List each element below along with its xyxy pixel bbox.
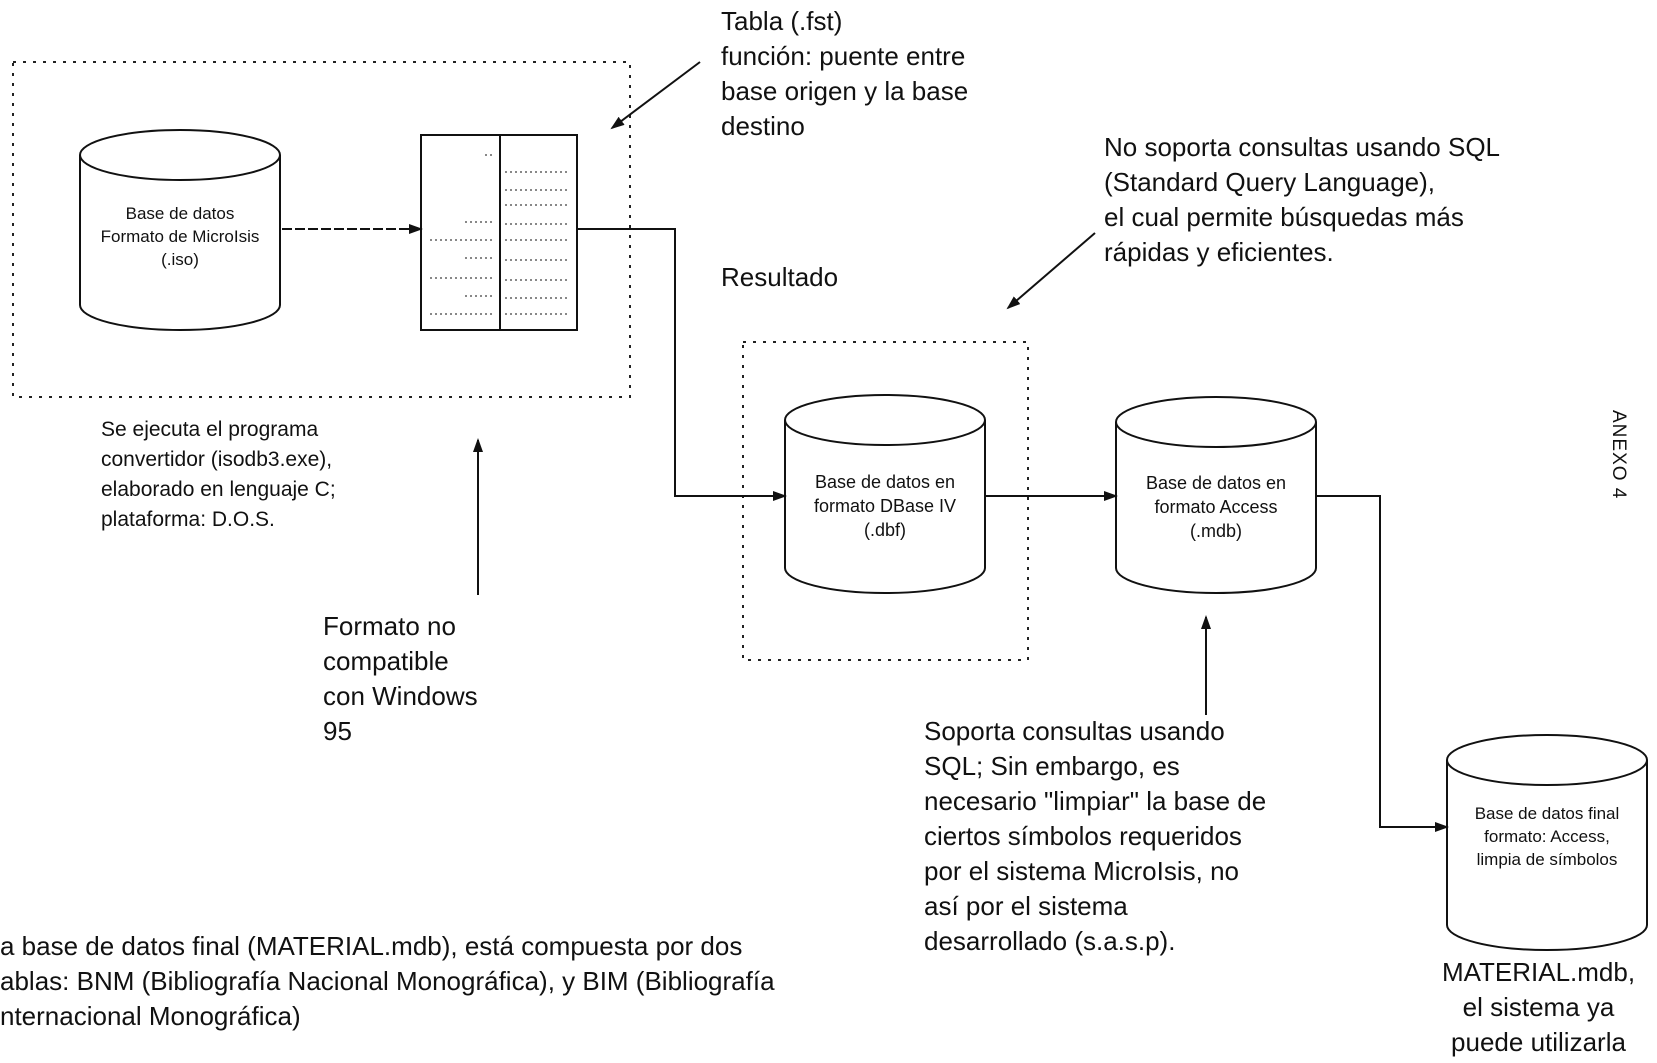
formato-line: Formato no — [323, 611, 456, 641]
final-database-label: Base de datos final formato: Access, lim… — [1447, 802, 1647, 871]
nota-final-line: ablas: BNM (Bibliografía Nacional Monogr… — [0, 966, 775, 996]
access-database-label: Base de datos en formato Access (.mdb) — [1116, 471, 1316, 543]
tabla-line: base origen y la base — [721, 76, 969, 106]
fst-table — [420, 134, 578, 331]
no-sql-line: No soporta consultas usando SQL — [1104, 132, 1501, 162]
no-sql-annotation: No soporta consultas usando SQL (Standar… — [1104, 130, 1500, 270]
programa-annotation: Se ejecuta el programa convertidor (isod… — [101, 415, 336, 535]
access-label-line: Base de datos en — [1145, 473, 1287, 493]
programa-line: plataforma: D.O.S. — [101, 508, 275, 531]
conversion-process-frame — [12, 61, 631, 398]
resultado-label: Resultado — [721, 262, 839, 292]
no-sql-line: el cual permite búsquedas más — [1104, 202, 1464, 232]
dbase-database-label: Base de datos en formato DBase IV (.dbf) — [785, 470, 985, 542]
result-frame — [742, 341, 1029, 661]
nota-final-line: nternacional Monográfica) — [0, 1001, 301, 1031]
dbase-label-line: formato DBase IV — [813, 496, 957, 516]
tabla-line: Tabla (.fst) — [721, 6, 843, 36]
final-label-line: formato: Access, — [1484, 827, 1610, 846]
formato-line: compatible — [323, 646, 449, 676]
material-line: MATERIAL.mdb, — [1441, 957, 1636, 987]
material-line: el sistema ya — [1462, 992, 1615, 1022]
soporta-sql-line: Soporta consultas usando — [924, 716, 1225, 746]
formato-annotation: Formato no compatible con Windows 95 — [323, 609, 478, 749]
access-label-line: formato Access — [1154, 497, 1278, 517]
final-label-line: Base de datos final — [1474, 804, 1620, 823]
no-sql-pointer-arrow — [1006, 232, 1096, 310]
tabla-line: destino — [721, 111, 805, 141]
programa-line: convertidor (isodb3.exe), — [101, 448, 333, 471]
formato-line: 95 — [323, 716, 352, 746]
final-database-cylinder — [1446, 734, 1648, 951]
microisis-database-label: Base de datos Formato de MicroIsis (.iso… — [80, 202, 280, 271]
tabla-annotation: Tabla (.fst) función: puente entre base … — [721, 4, 968, 144]
material-annotation: MATERIAL.mdb, el sistema ya puede utiliz… — [1420, 955, 1657, 1060]
dbase-database-cylinder — [784, 394, 986, 594]
programa-line: elaborado en lenguaje C; — [101, 478, 336, 501]
microisis-database-cylinder — [79, 129, 281, 331]
final-label-line: limpia de símbolos — [1476, 850, 1618, 869]
soporta-sql-line: SQL; Sin embargo, es — [924, 751, 1180, 781]
programa-line: Se ejecuta el programa — [101, 418, 319, 441]
table-to-dbase-connector — [577, 228, 787, 501]
final-database-note: a base de datos final (MATERIAL.mdb), es… — [0, 929, 775, 1034]
soporta-sql-line: por el sistema MicroIsis, no — [924, 856, 1239, 886]
soporta-sql-annotation: Soporta consultas usando SQL; Sin embarg… — [924, 714, 1266, 959]
dbase-label-line: (.dbf) — [863, 520, 906, 540]
access-database-cylinder — [1115, 396, 1317, 594]
access-to-final-connector — [1316, 495, 1449, 832]
microisis-label-line: Base de datos — [125, 204, 235, 223]
soporta-sql-line: así por el sistema — [924, 891, 1128, 921]
soporta-sql-line: ciertos símbolos requeridos — [924, 821, 1242, 851]
anexo-label: ANEXO 4 — [1608, 410, 1629, 500]
soporta-sql-line: necesario "limpiar" la base de — [924, 786, 1267, 816]
no-sql-line: rápidas y eficientes. — [1104, 237, 1334, 267]
tabla-line: función: puente entre — [721, 41, 966, 71]
microisis-label-line: Formato de MicroIsis — [100, 227, 260, 246]
access-label-line: (.mdb) — [1189, 521, 1242, 541]
no-sql-line: (Standard Query Language), — [1104, 167, 1435, 197]
formato-line: con Windows — [323, 681, 478, 711]
nota-final-line: a base de datos final (MATERIAL.mdb), es… — [0, 931, 743, 961]
material-line: puede utilizarla — [1451, 1027, 1626, 1057]
soporta-sql-line: desarrollado (s.a.s.p). — [924, 926, 1176, 956]
tabla-pointer-arrow — [610, 61, 701, 130]
dbase-label-line: Base de datos en — [814, 472, 956, 492]
microisis-label-line: (.iso) — [161, 250, 199, 269]
